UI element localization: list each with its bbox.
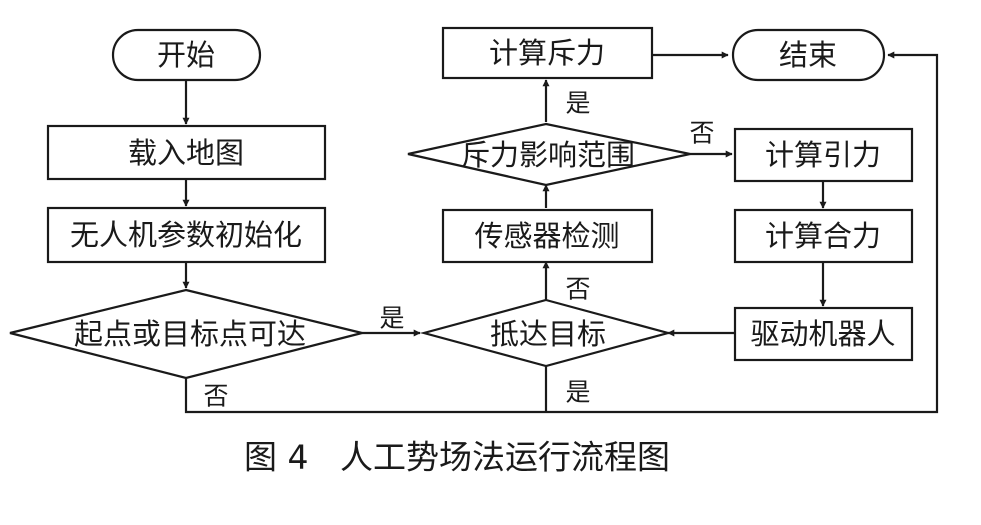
node-load-map: 载入地图 xyxy=(46,124,327,181)
node-calc-attraction: 计算引力 xyxy=(733,127,914,183)
node-repulsion-range-decision: 斥力影响范围 xyxy=(407,122,691,187)
node-end: 结束 xyxy=(731,28,886,82)
edge-label-reach-yes: 是 xyxy=(565,378,590,407)
node-calc-resultant-label: 计算合力 xyxy=(765,219,881,253)
caption-title: 人工势场法运行流程图 xyxy=(340,438,670,477)
edge-label-reach-no: 否 xyxy=(565,275,590,304)
node-reach-target-decision: 抵达目标 xyxy=(419,298,673,368)
node-drone-init-label: 无人机参数初始化 xyxy=(70,218,302,252)
edge-labels: 是 否 否 是 是 否 xyxy=(203,89,714,411)
node-start-label: 开始 xyxy=(157,38,215,72)
connectors xyxy=(182,51,939,414)
node-sensor: 传感器检测 xyxy=(441,208,654,264)
edge-label-range-no: 否 xyxy=(689,119,714,148)
node-calc-repulsion: 计算斥力 xyxy=(441,26,654,80)
node-calc-repulsion-label: 计算斥力 xyxy=(489,36,605,70)
node-end-label: 结束 xyxy=(779,38,837,72)
edge-label-range-yes: 是 xyxy=(565,89,590,118)
node-load-map-label: 载入地图 xyxy=(128,136,244,170)
edge-label-reachable-yes: 是 xyxy=(379,304,404,333)
edge-reachable-no xyxy=(184,51,939,414)
node-drone-init: 无人机参数初始化 xyxy=(46,206,327,264)
node-calc-attraction-label: 计算引力 xyxy=(765,138,881,172)
node-reach-target-label: 抵达目标 xyxy=(490,317,606,351)
node-start: 开始 xyxy=(111,28,262,82)
node-reachable-decision: 起点或目标点可达 xyxy=(9,288,363,380)
node-drive-robot: 驱动机器人 xyxy=(733,306,914,362)
node-reachable-label: 起点或目标点可达 xyxy=(74,317,306,351)
node-sensor-label: 传感器检测 xyxy=(474,219,619,253)
node-drive-robot-label: 驱动机器人 xyxy=(750,317,895,351)
figure-caption: 图 4 人工势场法运行流程图 xyxy=(244,438,670,477)
node-repulsion-range-label: 斥力影响范围 xyxy=(461,138,635,172)
node-calc-resultant: 计算合力 xyxy=(733,208,914,264)
edge-label-reachable-no: 否 xyxy=(203,382,228,411)
caption-number: 图 4 xyxy=(244,438,309,477)
